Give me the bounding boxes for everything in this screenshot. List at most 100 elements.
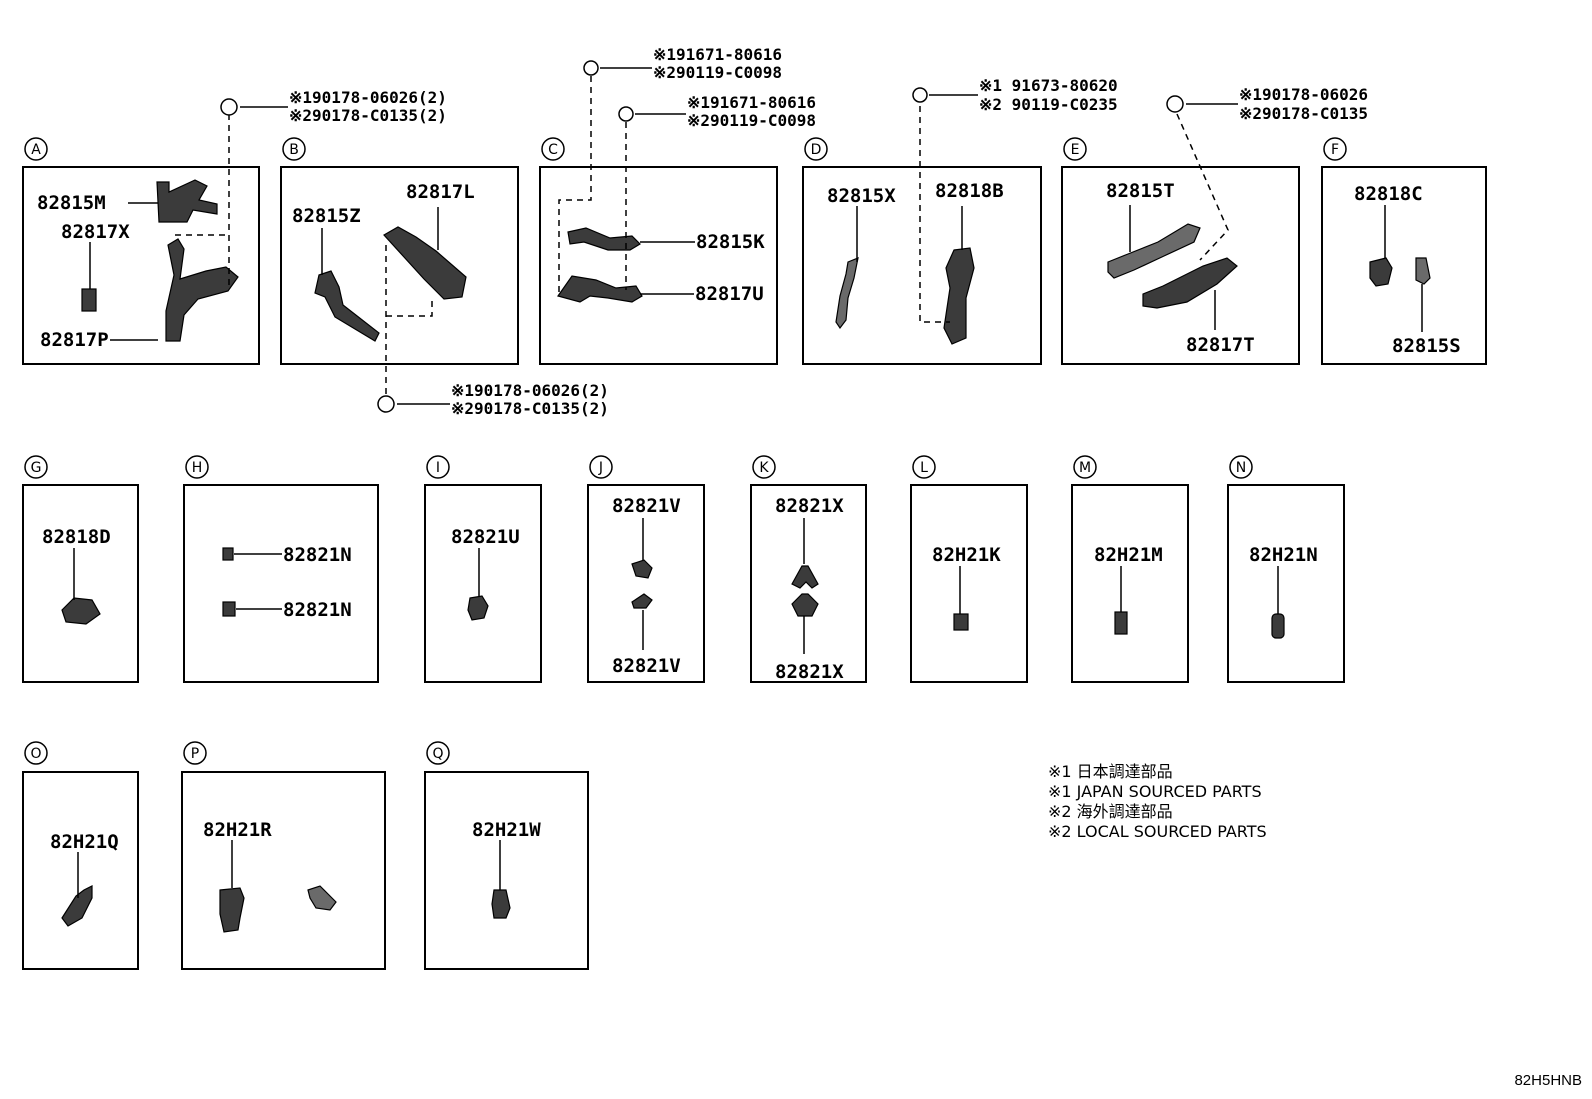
part-label-82h21k: 82H21K <box>932 544 1001 566</box>
section-B: B 82815Z 82817L ※190178-06026(2) ※290178… <box>280 137 609 418</box>
part-82817u-shape <box>557 275 643 303</box>
part-label-82821u: 82821U <box>451 526 520 548</box>
part-label-82817x: 82817X <box>61 221 130 243</box>
part-label-82818d: 82818D <box>42 526 111 548</box>
section-M: M 82H21M <box>1071 455 1189 683</box>
section-P: P 82H21R <box>181 741 386 970</box>
section-box-c <box>539 166 778 365</box>
section-box-k <box>750 484 867 683</box>
fastener-label: ※290178-C0135 <box>1239 104 1368 123</box>
fastener-label: ※290119-C0098 <box>653 63 782 82</box>
fastener-label: ※191671-80616 <box>653 45 782 64</box>
section-L: L 82H21K <box>910 455 1028 683</box>
part-label-82815k: 82815K <box>696 231 765 253</box>
section-F: F 82818C 82815S <box>1321 137 1487 365</box>
section-box-a <box>22 166 260 365</box>
section-marker-a <box>24 137 48 161</box>
section-label-a: A <box>31 142 41 158</box>
legend-line: ※2 海外調達部品 <box>1048 802 1173 821</box>
part-82815z-shape <box>314 270 380 342</box>
section-J: J 82821V 82821V <box>587 455 705 683</box>
part-label-82817l: 82817L <box>406 181 475 203</box>
part-82h21q-shape <box>61 885 93 927</box>
section-marker-f <box>1323 137 1347 161</box>
section-label-f: F <box>1331 142 1339 158</box>
section-label-e: E <box>1071 142 1080 158</box>
fastener-label: ※2 90119-C0235 <box>979 95 1118 114</box>
drawing-code: 82H5HNB <box>1514 1072 1582 1089</box>
section-label-k: K <box>759 460 769 476</box>
part-82817x-shape <box>81 288 97 312</box>
section-label-h: H <box>192 460 203 476</box>
part-label-82815m: 82815M <box>37 192 106 214</box>
section-label-m: M <box>1079 460 1091 476</box>
section-box-p <box>181 771 386 970</box>
nut-icon <box>220 98 238 116</box>
section-label-q: Q <box>432 746 443 762</box>
part-82815s-shape <box>1415 257 1431 285</box>
fastener-label: ※190178-06026 <box>1239 85 1368 104</box>
part-label-82818b: 82818B <box>935 180 1004 202</box>
legend-line: ※2 LOCAL SOURCED PARTS <box>1048 822 1267 841</box>
section-marker-m <box>1073 455 1097 479</box>
part-82817l-shape <box>383 226 467 300</box>
part-label-82821v: 82821V <box>612 655 681 677</box>
part-82821x-shape <box>791 565 819 589</box>
fastener-label: ※191671-80616 <box>687 93 816 112</box>
section-A: A 82815M 82817X 82817P ※190178-06026(2) … <box>22 88 447 365</box>
part-label-82821x: 82821X <box>775 661 844 683</box>
part-label-82821v: 82821V <box>612 495 681 517</box>
section-box-e <box>1061 166 1300 365</box>
part-label-82h21r: 82H21R <box>203 819 272 841</box>
section-box-m <box>1071 484 1189 683</box>
legend-line: ※1 JAPAN SOURCED PARTS <box>1048 782 1262 801</box>
section-D: D ※1 91673-80620 ※2 90119-C0235 82815X 8… <box>802 76 1118 365</box>
part-82h21n-shape <box>1271 613 1285 639</box>
section-label-i: I <box>436 460 440 476</box>
section-marker-g <box>24 455 48 479</box>
part-label-82818c: 82818C <box>1354 183 1423 205</box>
part-label-82815z: 82815Z <box>292 205 361 227</box>
part-label-82h21m: 82H21M <box>1094 544 1163 566</box>
section-K: K 82821X 82821X <box>750 455 867 683</box>
section-H: H 82821N 82821N <box>183 455 379 683</box>
part-label-82815t: 82815T <box>1106 180 1175 202</box>
part-82815x-shape <box>835 257 859 330</box>
part-82817t-shape <box>1142 257 1238 309</box>
nut-icon <box>377 395 395 413</box>
bolt-icon <box>618 106 634 122</box>
section-marker-h <box>185 455 209 479</box>
part-82818d-shape <box>61 597 101 625</box>
part-82821u-shape <box>467 595 489 621</box>
part-label-82817u: 82817U <box>695 283 764 305</box>
part-82817p-shape <box>165 238 239 342</box>
section-box-o <box>22 771 139 970</box>
section-box-h <box>183 484 379 683</box>
part-82818c-shape <box>1369 257 1393 287</box>
section-marker-o <box>24 741 48 765</box>
section-label-g: G <box>31 460 42 476</box>
part-82h21k-shape <box>953 613 969 631</box>
part-82818b-shape <box>943 247 975 345</box>
section-marker-p <box>183 741 207 765</box>
section-box-f <box>1321 166 1487 365</box>
bolt-icon <box>912 87 928 103</box>
section-N: N 82H21N <box>1227 455 1345 683</box>
section-box-b <box>280 166 519 365</box>
part-82h21r-shape <box>219 887 245 933</box>
part-82821v-shape <box>631 593 653 609</box>
part-82815k-shape <box>567 227 641 251</box>
section-marker-c <box>541 137 565 161</box>
section-marker-n <box>1229 455 1253 479</box>
section-box-g <box>22 484 139 683</box>
part-label-82817p: 82817P <box>40 329 109 351</box>
section-C: C ※191671-80616 ※290119-C0098 ※191671-80… <box>539 45 816 365</box>
section-label-n: N <box>1236 460 1246 476</box>
part-82821x-shape <box>791 593 819 617</box>
part-label-82815x: 82815X <box>827 185 896 207</box>
section-label-d: D <box>811 142 822 158</box>
fastener-label: ※290178-C0135(2) <box>451 399 609 418</box>
part-82815m-shape <box>156 179 218 223</box>
section-G: G 82818D <box>22 455 139 683</box>
